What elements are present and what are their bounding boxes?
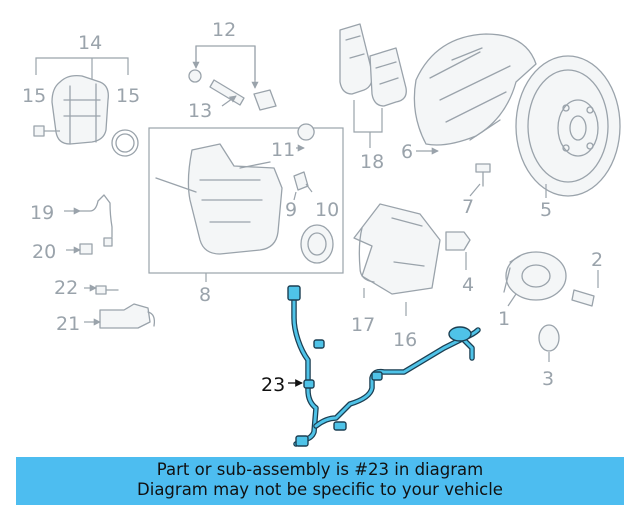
callout-1: 1 [498,308,510,330]
part-8-caliper-assembly[interactable] [148,123,344,282]
part-7-bolt[interactable] [469,163,491,197]
callout-19: 19 [30,202,54,224]
callout-23: 23 [261,374,285,396]
callout-6: 6 [401,141,413,163]
part-14-actuator[interactable] [33,57,139,157]
callout-17: 17 [351,314,375,336]
callout-8: 8 [199,284,211,306]
callout-21: 21 [56,313,80,335]
part-23-abs-wiring-harness[interactable] [287,285,481,447]
part-16-17-carrier[interactable] [353,203,441,316]
banner-line-disclaimer: Diagram may not be specific to your vehi… [137,480,503,499]
part-12-13-pins[interactable] [188,45,277,111]
callout-15-left: 15 [22,85,46,107]
callout-2: 2 [591,249,603,271]
callout-12: 12 [212,19,236,41]
callout-15-right: 15 [116,85,140,107]
callout-16: 16 [393,329,417,351]
part-1-4-hub[interactable] [445,231,599,362]
callout-20: 20 [32,241,56,263]
callout-7: 7 [462,196,474,218]
callout-labels: 1 2 3 4 5 6 7 8 9 10 11 12 13 14 15 15 1… [22,19,603,396]
callout-11: 11 [271,139,295,161]
callout-22: 22 [54,277,78,299]
callout-5: 5 [540,199,552,221]
info-banner: Part or sub-assembly is #23 in diagram D… [16,457,624,505]
part-18-brake-pads[interactable] [339,23,407,148]
part-6-backing-plate[interactable] [413,33,537,155]
part-19-22-sensors[interactable] [64,194,156,329]
callout-9: 9 [285,199,297,221]
callout-18: 18 [360,151,384,173]
callout-4: 4 [462,274,474,296]
callout-10: 10 [315,199,339,221]
banner-line-part: Part or sub-assembly is #23 in diagram [156,460,484,479]
part-5-rotor[interactable] [515,55,621,198]
callout-14: 14 [78,32,102,54]
callout-13: 13 [188,100,212,122]
callout-3: 3 [542,368,554,390]
